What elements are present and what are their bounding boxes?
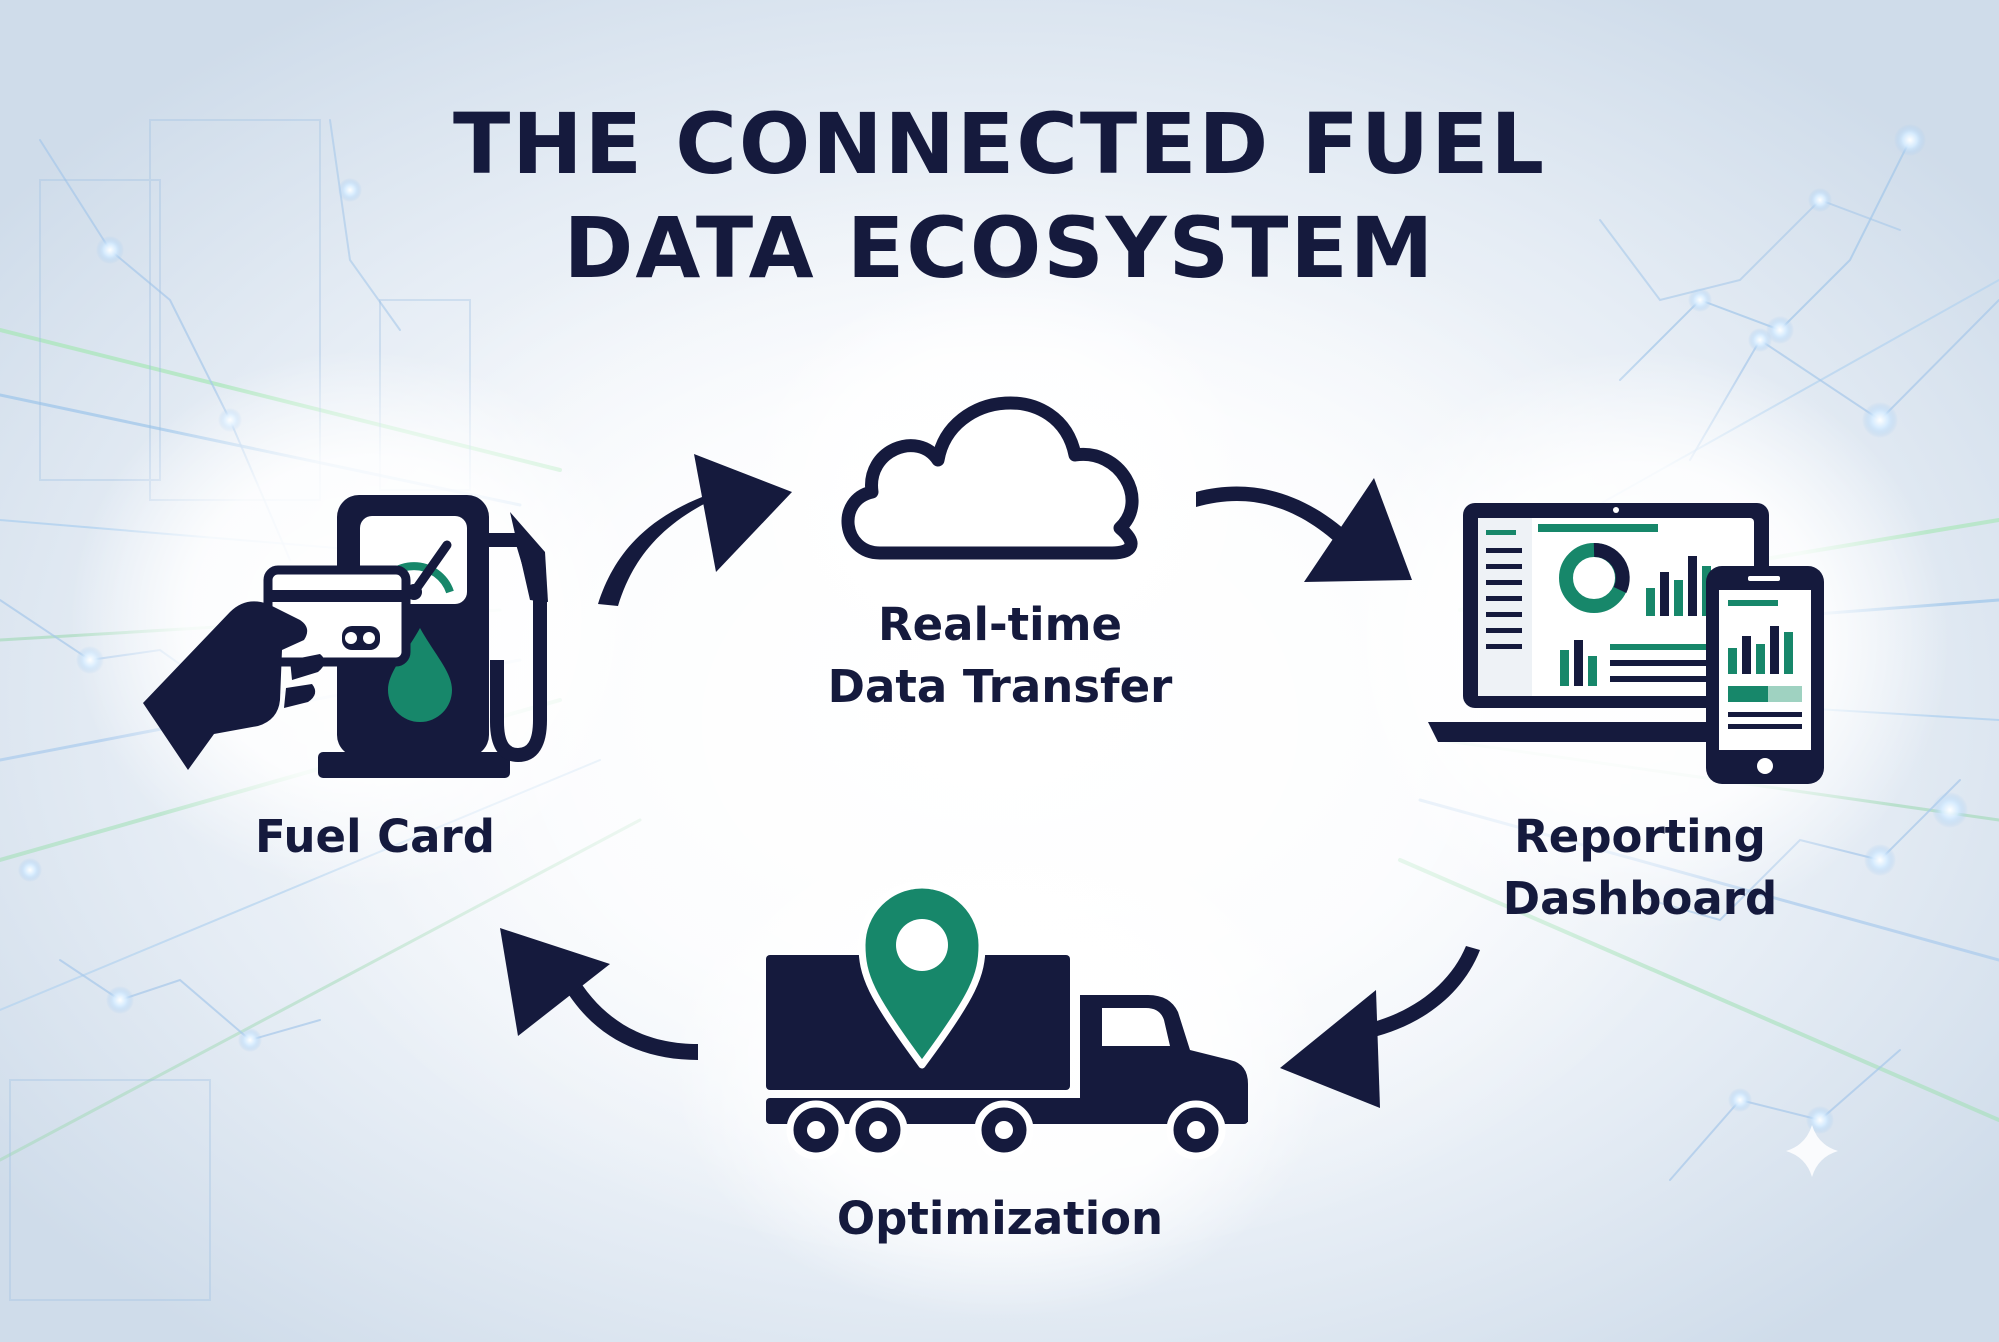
reporting-label-line-2: Dashboard (1502, 872, 1778, 925)
node-label-reporting-dashboard: Reporting Dashboard (1440, 806, 1840, 930)
flow-arrow-cloud-to-reporting (1196, 478, 1412, 582)
title-line-1: THE CONNECTED FUEL (452, 95, 1547, 193)
fuel-card-label: Fuel Card (255, 810, 495, 863)
truck-location-pin-icon (766, 881, 1248, 1160)
flow-arrow-reporting-to-optimization (1280, 946, 1480, 1108)
sparkle-icon (1786, 1125, 1838, 1177)
reporting-label-line-1: Reporting (1514, 810, 1766, 863)
optimization-label: Optimization (836, 1192, 1164, 1245)
node-label-real-time-data-transfer: Real-time Data Transfer (760, 594, 1240, 718)
glowing-nodes (18, 124, 1968, 1134)
flow-arrow-optimization-to-fuel (500, 928, 698, 1060)
fuel-pump-card-icon (143, 495, 548, 778)
flow-arrow-fuel-to-cloud (598, 454, 792, 606)
cloud-icon (841, 396, 1139, 560)
real-time-label-line-2: Data Transfer (827, 660, 1173, 713)
laptop-phone-dashboard-icon (1428, 503, 1824, 784)
node-label-fuel-card: Fuel Card (175, 806, 575, 868)
real-time-label-line-1: Real-time (878, 598, 1122, 651)
node-label-optimization: Optimization (800, 1188, 1200, 1250)
